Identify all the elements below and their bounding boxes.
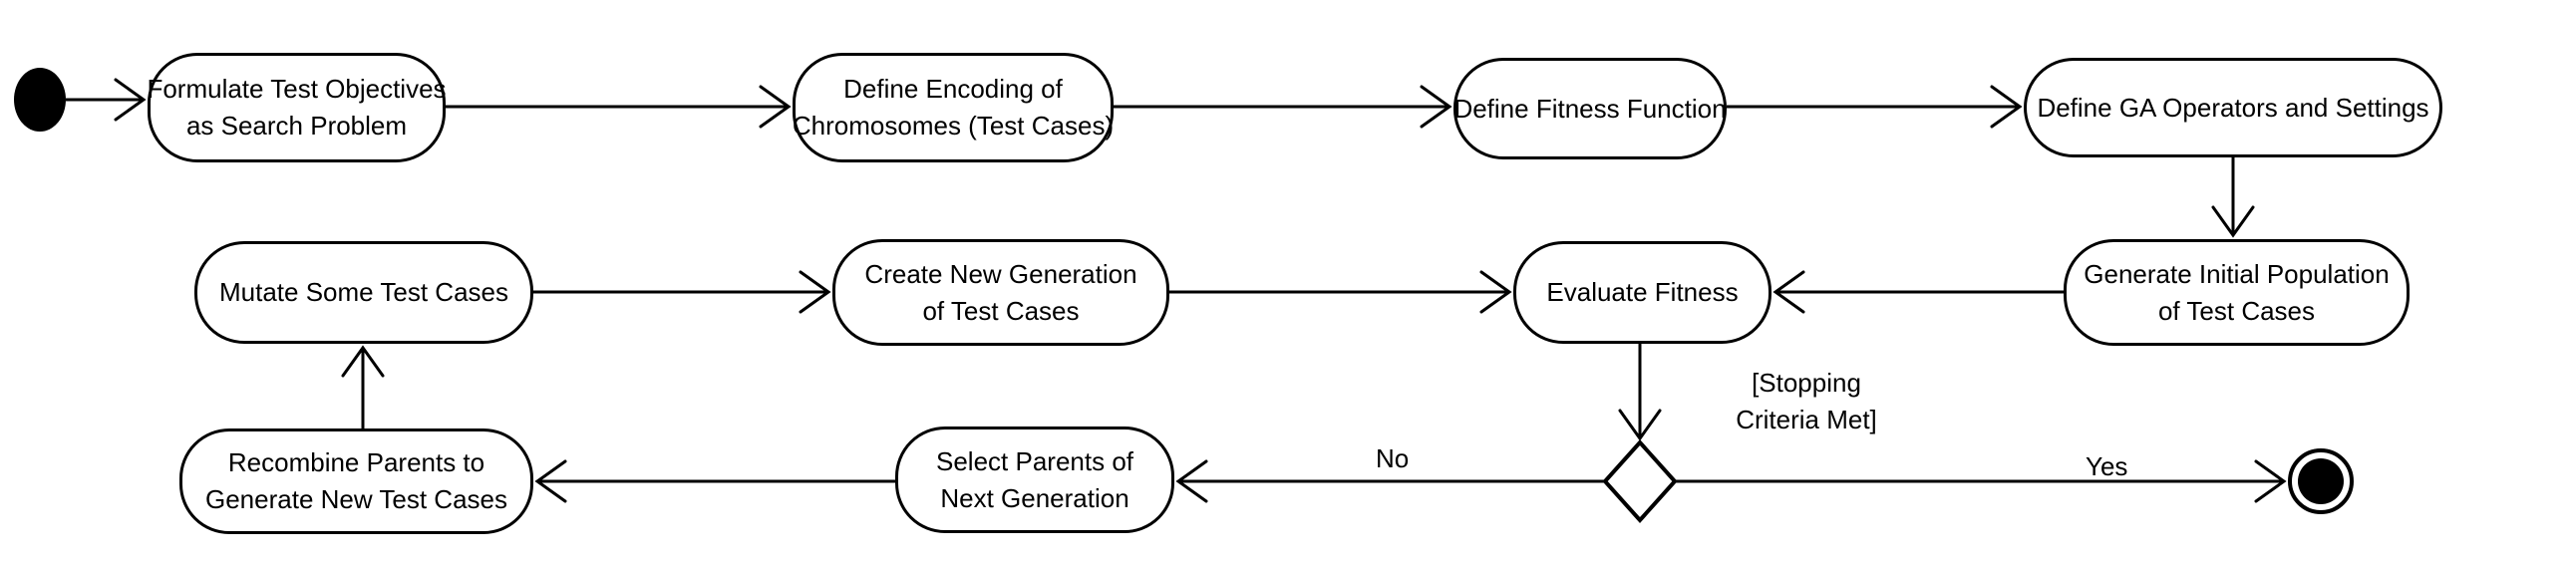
activity-generate-initial-population: Generate Initial Population of Test Case… [2064, 239, 2410, 346]
branch-label-yes: Yes [2086, 451, 2128, 481]
activity-mutate-test-cases: Mutate Some Test Cases [194, 241, 533, 344]
activity-define-fitness-function: Define Fitness Function [1453, 58, 1727, 159]
branch-label-no: No [1376, 443, 1410, 473]
activity-recombine-parents: Recombine Parents to Generate New Test C… [179, 428, 533, 534]
decision-diamond [1602, 439, 1678, 523]
activity-create-new-generation: Create New Generation of Test Cases [832, 239, 1169, 346]
final-node-dot [2298, 458, 2344, 504]
guard-stopping-criteria-met: [Stopping Criteria Met] [1736, 368, 1877, 434]
final-node-ring [2288, 448, 2354, 514]
initial-node [14, 68, 66, 132]
activity-formulate-test-objectives: Formulate Test Objectives as Search Prob… [147, 53, 447, 162]
activity-evaluate-fitness: Evaluate Fitness [1513, 241, 1771, 344]
activity-define-ga-operators: Define GA Operators and Settings [2024, 58, 2442, 157]
activity-define-encoding: Define Encoding of Chromosomes (Test Cas… [793, 53, 1114, 162]
activity-select-parents: Select Parents of Next Generation [895, 426, 1174, 533]
